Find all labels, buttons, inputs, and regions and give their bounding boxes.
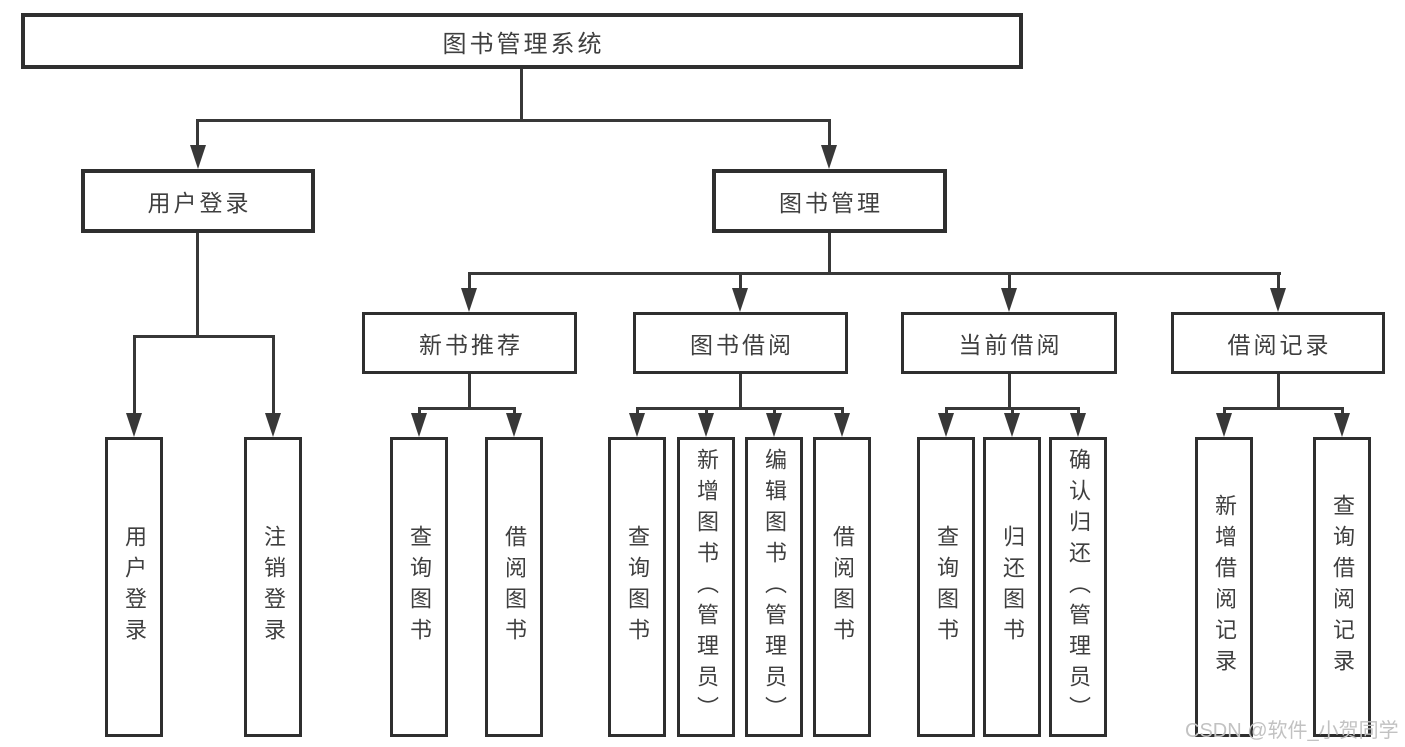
arrowhead-down-icon [766,413,782,437]
leaf-query-borrow-record: 查询借阅记录 [1313,437,1371,737]
leaf-user-login: 用户登录 [105,437,163,737]
arrowhead-down-icon [1216,413,1232,437]
connector-vline [513,407,516,415]
connector-hline [418,407,515,410]
connector-vline [196,119,199,145]
connector-vline [196,233,199,337]
connector-vline [1008,374,1011,410]
arrowhead-down-icon [1001,288,1017,312]
leaf-query-books-borrowing: 查询图书 [608,437,666,737]
connector-vline [520,69,523,122]
connector-vline [1277,272,1280,290]
leaf-add-books-admin: 新增图书（管理员） [677,437,735,737]
leaf-edit-books-admin: 编辑图书（管理员） [745,437,803,737]
connector-vline [636,407,639,415]
csdn-watermark: CSDN @软件_小贺同学 [1185,720,1399,742]
arrowhead-down-icon [1334,413,1350,437]
connector-vline [945,407,948,415]
arrowhead-down-icon [938,413,954,437]
leaf-label: 查询图书 [625,525,650,649]
connector-vline [468,272,471,290]
connector-vline [468,374,471,410]
node-new-book-recommend: 新书推荐 [362,312,577,374]
arrowhead-down-icon [834,413,850,437]
leaf-label: 用户登录 [122,525,147,649]
leaf-confirm-return-admin: 确认归还（管理员） [1049,437,1107,737]
node-user-login: 用户登录 [81,169,315,233]
leaf-label: 查询图书 [934,525,959,649]
connector-vline [272,335,275,415]
connector-vline [841,407,844,415]
arrowhead-down-icon [1070,413,1086,437]
leaf-label: 编辑图书（管理员） [762,447,787,727]
connector-vline [739,374,742,410]
arrowhead-down-icon [190,145,206,169]
leaf-label: 查询图书 [407,525,432,649]
leaf-label: 注销登录 [261,525,286,649]
arrowhead-down-icon [732,288,748,312]
connector-vline [1341,407,1344,415]
leaf-borrow-books: 借阅图书 [813,437,871,737]
arrowhead-down-icon [1270,288,1286,312]
connector-vline [1011,407,1014,415]
arrowhead-down-icon [821,145,837,169]
connector-vline [828,119,831,145]
arrowhead-down-icon [411,413,427,437]
leaf-label: 借阅图书 [830,525,855,649]
leaf-borrow-books-recommend: 借阅图书 [485,437,543,737]
connector-vline [1077,407,1080,415]
leaf-label: 查询借阅记录 [1330,494,1355,680]
connector-vline [828,233,831,275]
arrowhead-down-icon [126,413,142,437]
connector-vline [1223,407,1226,415]
leaf-label: 确认归还（管理员） [1066,447,1091,727]
leaf-label: 归还图书 [1000,525,1025,649]
arrowhead-down-icon [461,288,477,312]
node-book-borrowing: 图书借阅 [633,312,848,374]
node-current-borrowing: 当前借阅 [901,312,1117,374]
arrowhead-down-icon [698,413,714,437]
leaf-label: 新增图书（管理员） [694,447,719,727]
leaf-add-borrow-record: 新增借阅记录 [1195,437,1253,737]
arrowhead-down-icon [265,413,281,437]
node-book-management: 图书管理 [712,169,947,233]
leaf-query-books-current: 查询图书 [917,437,975,737]
connector-vline [705,407,708,415]
connector-hline [1223,407,1343,410]
arrowhead-down-icon [629,413,645,437]
connector-vline [773,407,776,415]
arrowhead-down-icon [506,413,522,437]
connector-vline [739,272,742,290]
leaf-label: 借阅图书 [502,525,527,649]
connector-hline [468,272,1281,275]
arrowhead-down-icon [1004,413,1020,437]
node-borrowing-records: 借阅记录 [1171,312,1385,374]
connector-hline [636,407,843,410]
connector-vline [133,335,136,415]
connector-vline [418,407,421,415]
leaf-label: 新增借阅记录 [1212,494,1237,680]
leaf-logout: 注销登录 [244,437,302,737]
connector-hline [133,335,275,338]
connector-vline [1277,374,1280,410]
node-book-management-system: 图书管理系统 [21,13,1023,69]
leaf-return-books: 归还图书 [983,437,1041,737]
leaf-query-books-recommend: 查询图书 [390,437,448,737]
connector-hline [197,119,831,122]
connector-vline [1008,272,1011,290]
